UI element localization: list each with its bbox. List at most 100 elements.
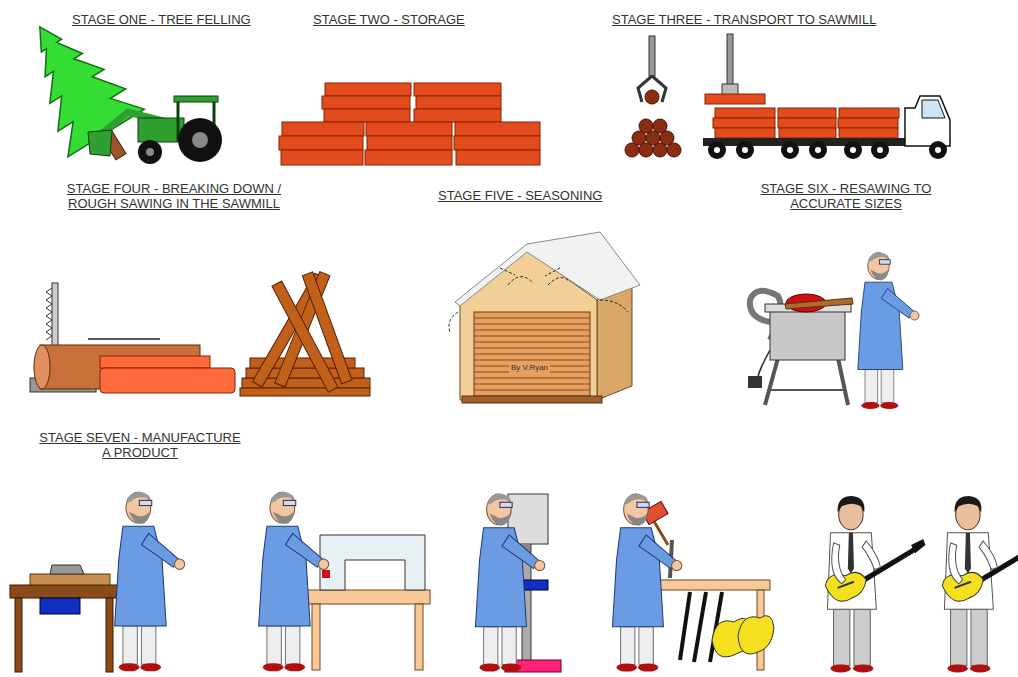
- circular-saw: [770, 310, 845, 360]
- stage-heading: STAGE THREE - TRANSPORT TO SAWMILL: [612, 12, 876, 27]
- log-truck: [708, 141, 726, 159]
- log-truck: [736, 141, 754, 159]
- planing-bench: [15, 598, 22, 672]
- seasoning-shed: [474, 312, 590, 396]
- seasoning-shed: [474, 324, 590, 325]
- tractor: [88, 96, 222, 164]
- log-truck: [877, 147, 883, 153]
- log-truck: [713, 108, 899, 138]
- guitar-players: [942, 496, 1018, 672]
- log-truck: [787, 147, 793, 153]
- log-stack: [325, 83, 411, 96]
- log-truck: [871, 141, 889, 159]
- log-truck: [905, 96, 950, 146]
- bandsaw-blade: [46, 288, 52, 340]
- log-ends: [639, 119, 653, 133]
- seasoning-shed: [462, 396, 602, 403]
- log-stack: [456, 150, 540, 165]
- circular-saw: [858, 252, 919, 409]
- seasoning-shed: [474, 378, 590, 379]
- log-stack: [279, 83, 540, 165]
- seasoning-shed: [500, 268, 515, 275]
- log-truck: [778, 118, 836, 128]
- planing-bench: [10, 585, 120, 598]
- log-stack: [454, 136, 540, 150]
- log-grab: [705, 34, 765, 104]
- scroll-saw: [305, 590, 430, 604]
- seasoning-shed: [597, 286, 632, 400]
- log-truck: [781, 141, 799, 159]
- chiselling-bench: [680, 592, 690, 660]
- pillar-drill: [475, 494, 544, 672]
- felled-tree: [2, 3, 159, 180]
- scroll-saw: [259, 492, 329, 671]
- seasoning-shed: [474, 348, 590, 349]
- seasoning-shed: [474, 318, 590, 319]
- log-grab: [705, 94, 765, 104]
- log-truck: [929, 141, 947, 159]
- scroll-saw: [312, 604, 320, 670]
- scroll-saw: [259, 492, 430, 671]
- log-stack: [281, 150, 363, 165]
- tractor: [146, 148, 154, 156]
- log-truck: [778, 108, 836, 118]
- log-truck: [935, 147, 941, 153]
- log-stack: [416, 96, 501, 109]
- tractor: [178, 118, 222, 162]
- chiselling-bench: [612, 494, 774, 672]
- log-stack: [322, 96, 410, 109]
- log-stack: [455, 122, 540, 136]
- log-stack: [365, 150, 452, 165]
- seasoning-shed: [449, 232, 640, 403]
- log-truck: [742, 147, 748, 153]
- log-stack: [414, 109, 501, 122]
- stage-heading: STAGE SIX - RESAWING TO ACCURATE SIZES: [746, 181, 946, 211]
- plank-pile: [240, 272, 370, 396]
- log-grab: [638, 36, 666, 104]
- seasoning-shed: [474, 330, 590, 331]
- seasoning-shed: [474, 384, 590, 385]
- planing-bench: [115, 492, 185, 671]
- scroll-saw: [415, 604, 423, 670]
- stage-heading: STAGE SEVEN - MANUFACTURE A PRODUCT: [36, 430, 244, 460]
- tractor: [88, 130, 112, 156]
- log-grab: [649, 36, 655, 76]
- circular-saw: [770, 389, 845, 391]
- scroll-saw: [322, 570, 330, 578]
- guitar-players: [825, 496, 925, 672]
- log-truck: [703, 96, 950, 159]
- planing-bench: [40, 598, 80, 614]
- log-truck: [715, 128, 775, 138]
- log-ends: [653, 119, 667, 133]
- log-truck: [714, 147, 941, 153]
- log-truck: [844, 141, 862, 159]
- seasoning-shed: [474, 342, 590, 343]
- stage-heading: STAGE ONE - TREE FELLING: [72, 12, 251, 27]
- sawn-log: [100, 356, 210, 368]
- log-stack: [282, 122, 364, 136]
- log-truck: [714, 147, 720, 153]
- chiselling-bench: [612, 494, 681, 672]
- log-ends: [625, 119, 681, 157]
- chiselling-bench: [738, 616, 774, 654]
- planing-bench: [106, 598, 113, 672]
- seasoning-shed: [455, 232, 640, 306]
- planing-bench: [10, 492, 185, 672]
- plank-pile: [302, 272, 352, 384]
- circular-saw: [758, 350, 770, 378]
- log-grab: [645, 90, 659, 104]
- seasoning-shed: [545, 268, 560, 276]
- watermark: By V.Ryan: [509, 363, 550, 373]
- tractor: [192, 132, 208, 148]
- log-truck: [713, 118, 775, 128]
- log-stack: [367, 136, 452, 150]
- log-truck: [815, 147, 821, 153]
- sawn-log: [30, 345, 235, 393]
- log-truck: [708, 141, 947, 159]
- circular-saw: [765, 358, 778, 405]
- guitar-players: [825, 496, 1018, 672]
- circular-saw: [748, 376, 762, 388]
- log-stack: [414, 83, 501, 96]
- log-truck: [779, 128, 836, 138]
